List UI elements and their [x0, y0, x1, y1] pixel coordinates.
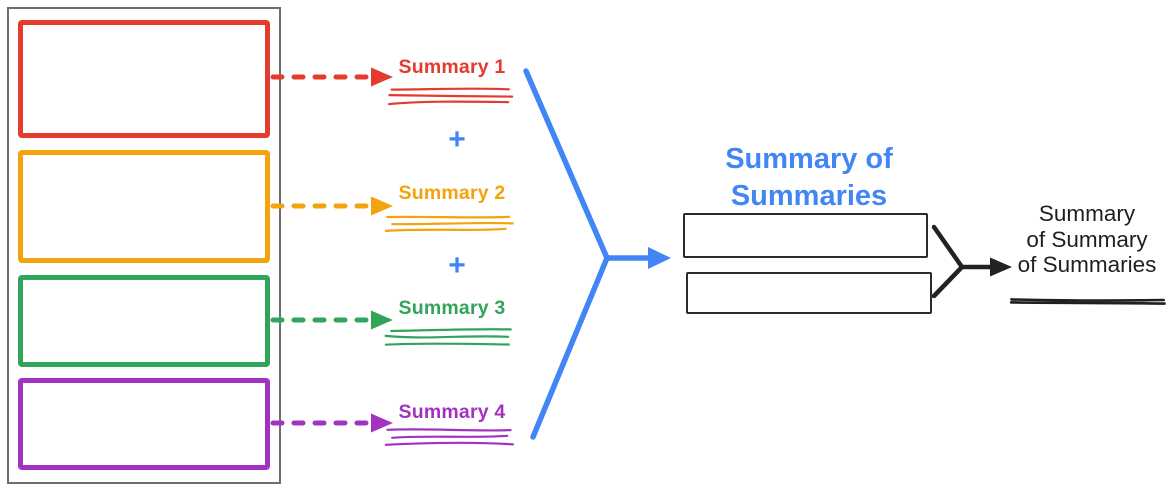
plus-sign-1: + — [448, 123, 466, 156]
summary-label-4: Summary 4 — [398, 401, 506, 423]
document-box-orange — [18, 150, 270, 263]
summary-3-scribble — [384, 328, 512, 346]
summary-4-scribble — [384, 428, 515, 446]
document-box-red — [18, 20, 270, 138]
merge-arrow-blue — [523, 68, 671, 440]
final-summary-scribble — [1009, 298, 1166, 305]
summary-label-3: Summary 3 — [398, 297, 506, 319]
merge-arrow-black — [931, 224, 1012, 299]
final-summary-label: Summary of Summary of Summaries — [1017, 201, 1157, 277]
summary-label-2: Summary 2 — [398, 182, 506, 204]
summary-of-summaries-box-1 — [683, 213, 928, 258]
summary-1-scribble — [388, 87, 514, 106]
dashed-arrow-1 — [270, 67, 393, 87]
plus-sign-2: + — [448, 249, 466, 282]
document-box-purple — [18, 378, 270, 470]
document-box-green — [18, 275, 270, 367]
summary-of-summaries-box-2 — [686, 272, 932, 314]
dashed-arrow-3 — [270, 310, 393, 330]
dashed-arrow-4 — [270, 413, 393, 433]
summary-2-scribble — [384, 215, 514, 232]
dashed-arrow-2 — [270, 196, 393, 216]
summary-label-1: Summary 1 — [398, 56, 506, 78]
summary-of-summaries-title: Summary of Summaries — [725, 143, 893, 212]
